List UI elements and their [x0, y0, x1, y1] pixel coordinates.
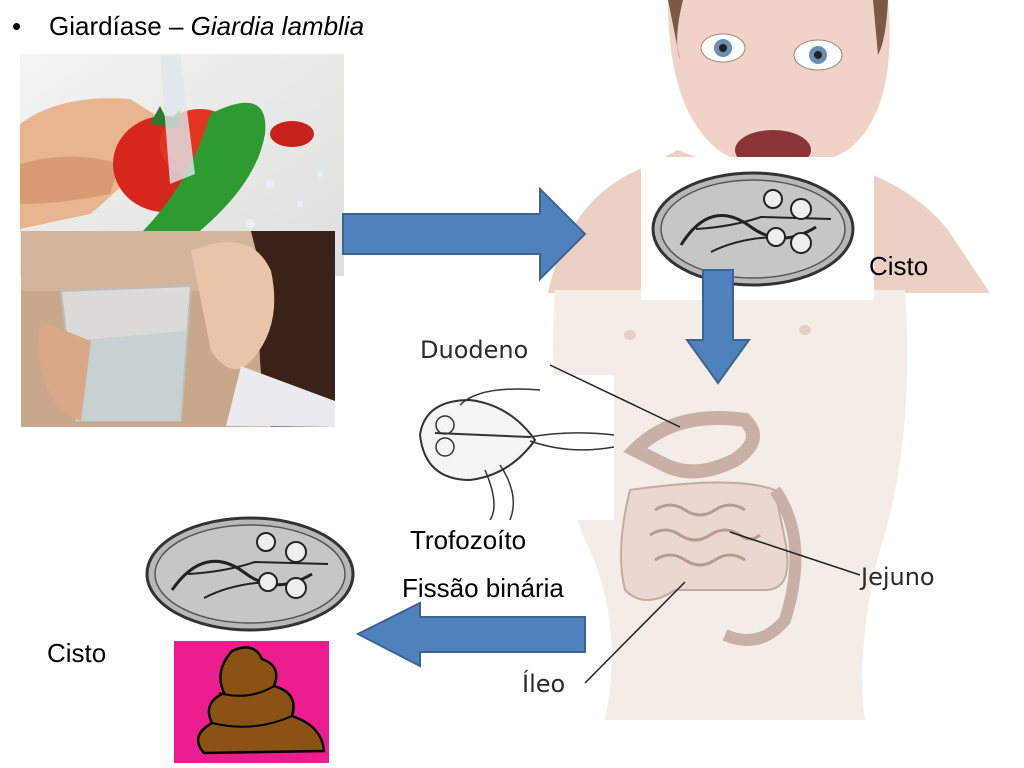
title-disease: Giardíase –	[49, 11, 184, 41]
anatomy-pointer-lines	[549, 364, 861, 684]
feces-drawing	[174, 641, 329, 763]
title-organism: Giardia lamblia	[190, 11, 365, 41]
arrow-right	[342, 187, 587, 282]
label-fissao-binaria: Fissão binária	[402, 573, 564, 603]
slide-title: Giardíase – Giardia lamblia	[49, 13, 364, 39]
label-duodeno: Duodeno	[420, 336, 529, 364]
label-jejuno: Jejuno	[861, 563, 935, 591]
cyst-image-top	[641, 157, 874, 300]
arrow-down	[685, 269, 751, 385]
drinking-water-photo	[21, 231, 335, 427]
label-trofozoito: Trofozoíto	[410, 525, 527, 555]
trophozoite-drawing	[400, 375, 614, 520]
arrow-left	[356, 601, 586, 668]
intestine-anatomy-image	[553, 290, 908, 720]
label-ileo: Íleo	[522, 670, 566, 698]
title-bullet: •	[12, 11, 22, 41]
cyst-image-bottom	[130, 508, 370, 640]
label-cisto-bottom: Cisto	[47, 638, 107, 668]
label-cisto-top: Cisto	[869, 251, 929, 281]
